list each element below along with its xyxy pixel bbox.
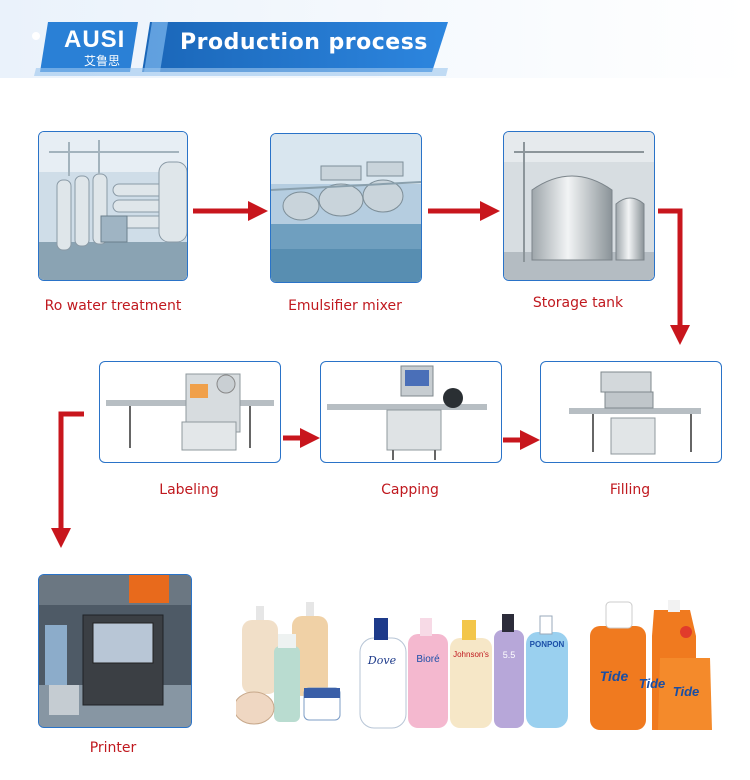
product-label-biore: Bioré <box>416 654 440 665</box>
printer-photo <box>38 574 192 728</box>
arrow-tank-to-filling <box>658 208 690 345</box>
step-label-ro-water: Ro water treatment <box>44 298 182 314</box>
product-shampoo-group <box>359 614 568 729</box>
product-label-tide-pouch: Tide <box>638 676 666 691</box>
arrow-labeling-to-printer <box>51 411 84 548</box>
brand-logo-chinese: 艾鲁思 <box>84 54 121 68</box>
page-title: Production process <box>180 30 428 55</box>
product-tide-group <box>590 600 712 730</box>
emulsifier-mixer-photo <box>270 133 422 283</box>
product-label-55: 5.5 <box>502 650 516 660</box>
banner-shape <box>0 0 750 78</box>
product-label-tide-bag: Tide <box>672 684 700 699</box>
step-label-printer: Printer <box>89 740 137 756</box>
capping-machine-photo <box>320 361 502 463</box>
step-label-storage-tank: Storage tank <box>532 295 624 311</box>
product-label-dove: Dove <box>367 654 397 667</box>
product-skincare-group <box>236 602 341 725</box>
step-label-filling: Filling <box>609 482 651 498</box>
storage-tank-photo <box>503 131 655 281</box>
product-label-ponpon: PONPON <box>529 640 565 649</box>
brand-logo: AUSI <box>64 26 126 53</box>
header-banner: AUSI 艾鲁思 Production process <box>0 0 750 90</box>
step-label-emulsifier: Emulsifier mixer <box>288 298 402 314</box>
product-label-tide-bottle: Tide <box>599 668 629 684</box>
step-label-capping: Capping <box>381 482 439 498</box>
step-label-labeling: Labeling <box>159 482 219 498</box>
labeling-machine-photo <box>99 361 281 463</box>
ro-water-photo <box>38 131 188 281</box>
product-label-johnsons: Johnson's <box>453 650 489 659</box>
filling-machine-photo <box>540 361 722 463</box>
